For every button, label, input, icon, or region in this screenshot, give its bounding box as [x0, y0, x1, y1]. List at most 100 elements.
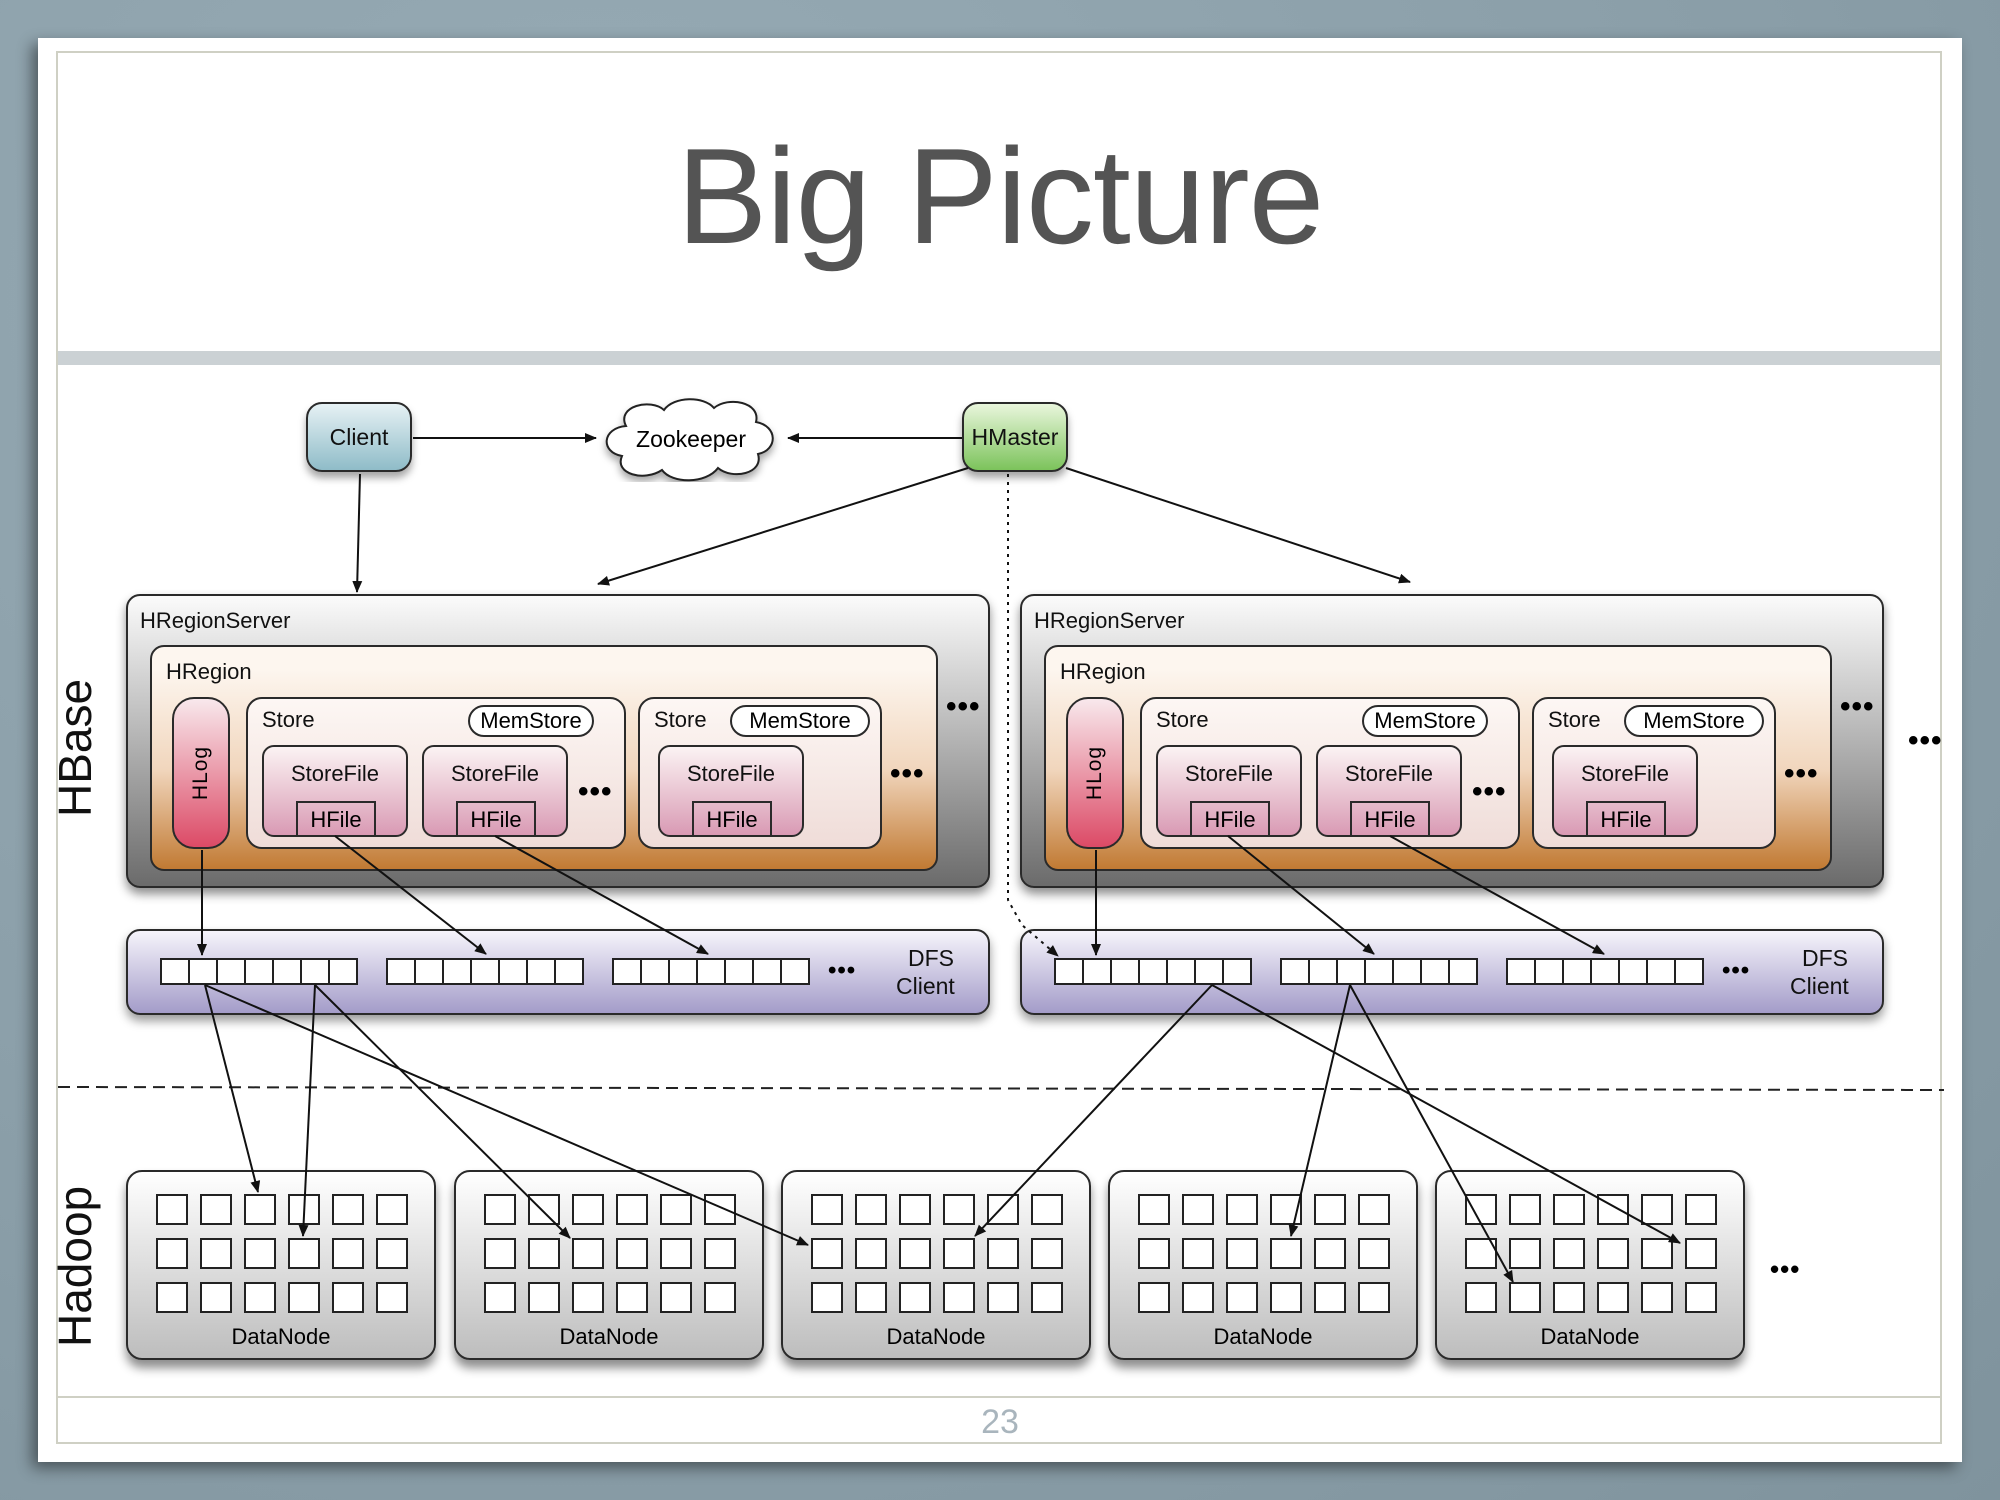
data-block: [1358, 1282, 1390, 1313]
data-block: [1358, 1194, 1390, 1225]
datanode: DataNode: [454, 1170, 764, 1360]
storefile: StoreFile HFile: [658, 745, 804, 837]
block-to-datanode-arrow: [1211, 984, 1681, 1244]
slide-frame: [56, 51, 1942, 1444]
page-number: 23: [981, 1403, 1019, 1441]
hmaster-to-regionserver1-arrow: [597, 467, 969, 586]
data-block: [987, 1194, 1019, 1225]
hregionserver-label: HRegionServer: [140, 608, 291, 633]
hlog: HLog: [172, 697, 230, 849]
data-block: [1138, 1238, 1170, 1269]
data-block: [616, 1238, 648, 1269]
memstore: MemStore: [468, 705, 594, 737]
more-storefiles-icon: •••: [578, 775, 613, 808]
datanode: DataNode: [126, 1170, 436, 1360]
data-block: [1465, 1238, 1497, 1269]
data-block: [376, 1238, 408, 1269]
data-block: [660, 1238, 692, 1269]
data-block: [704, 1194, 736, 1225]
data-block: [1641, 1238, 1673, 1269]
block-grid: [1138, 1194, 1390, 1313]
storefile-label: StoreFile: [1184, 761, 1274, 786]
block-to-datanode-arrow: [314, 984, 571, 1239]
footer-divider: [58, 1396, 1940, 1398]
data-block: [244, 1238, 276, 1269]
data-block: [1314, 1282, 1346, 1313]
store: Store MemStore StoreFile HFile StoreFile…: [1140, 697, 1520, 849]
datanode: DataNode: [1108, 1170, 1418, 1360]
more-datanodes-icon: •••: [1770, 1254, 1801, 1284]
data-block: [572, 1282, 604, 1313]
data-block: [332, 1194, 364, 1225]
block-group: [1506, 958, 1704, 985]
block-to-datanode-arrow: [1288, 984, 1351, 1237]
data-block: [943, 1282, 975, 1313]
data-block: [1685, 1238, 1717, 1269]
data-block: [1509, 1238, 1541, 1269]
dfs-client-2: ••• DFS Client: [1020, 929, 1884, 1015]
client-node: Client: [306, 402, 412, 472]
hregion: HRegion HLog Store MemStore StoreFile HF…: [1044, 645, 1832, 871]
hfile-to-dfs-arrow-1: [334, 835, 487, 955]
hregionserver-1: HRegionServer HRegion HLog Store MemStor…: [126, 594, 990, 888]
dfs-label: Client: [1790, 973, 1849, 999]
cloud-icon: [605, 398, 774, 482]
datanode: DataNode: [781, 1170, 1091, 1360]
storefile-label: StoreFile: [290, 761, 380, 786]
hregion: HRegion HLog Store MemStore StoreFile HF…: [150, 645, 938, 871]
datanode-label: DataNode: [231, 1324, 331, 1349]
data-block: [528, 1282, 560, 1313]
data-block: [1226, 1194, 1258, 1225]
datanode: DataNode: [1435, 1170, 1745, 1360]
data-block: [987, 1238, 1019, 1269]
dfs-client-1: ••• DFS Client: [126, 929, 990, 1015]
data-block: [572, 1194, 604, 1225]
data-block: [616, 1282, 648, 1313]
hregionserver-label: HRegionServer: [1034, 608, 1185, 633]
data-block: [1358, 1238, 1390, 1269]
hbase-hadoop-divider: [57, 1086, 1945, 1091]
data-block: [1509, 1282, 1541, 1313]
data-block: [1031, 1282, 1063, 1313]
storefile-label: StoreFile: [450, 761, 540, 786]
data-block: [943, 1238, 975, 1269]
data-block: [288, 1282, 320, 1313]
data-block: [660, 1282, 692, 1313]
block-group: [1054, 958, 1252, 985]
data-block: [899, 1238, 931, 1269]
block-to-datanode-arrow: [298, 984, 316, 1237]
data-block: [156, 1194, 188, 1225]
hregionserver-2: HRegionServer HRegion HLog Store MemStor…: [1020, 594, 1884, 888]
data-block: [899, 1282, 931, 1313]
data-block: [288, 1238, 320, 1269]
data-block: [528, 1238, 560, 1269]
hfile: HFile: [456, 801, 536, 837]
hfile: HFile: [1586, 801, 1666, 837]
data-block: [1226, 1282, 1258, 1313]
block-group: [386, 958, 584, 985]
datanode-label: DataNode: [559, 1324, 659, 1349]
block-to-datanode-arrow: [1349, 984, 1514, 1283]
data-block: [244, 1194, 276, 1225]
data-block: [1465, 1282, 1497, 1313]
data-block: [1641, 1282, 1673, 1313]
data-block: [1138, 1282, 1170, 1313]
data-block: [484, 1238, 516, 1269]
data-block: [200, 1238, 232, 1269]
data-block: [1270, 1194, 1302, 1225]
data-block: [1553, 1282, 1585, 1313]
more-servers-icon: •••: [1908, 724, 1943, 757]
data-block: [660, 1194, 692, 1225]
memstore: MemStore: [1362, 705, 1488, 737]
datanode-label: DataNode: [1540, 1324, 1640, 1349]
hfile-to-dfs-arrow-2: [494, 835, 709, 955]
slide-title: Big Picture: [676, 120, 1325, 272]
more-stores-icon: •••: [1784, 757, 1819, 790]
data-block: [1314, 1194, 1346, 1225]
data-block: [528, 1194, 560, 1225]
data-block: [1553, 1194, 1585, 1225]
data-block: [1031, 1238, 1063, 1269]
hregion-label: HRegion: [166, 659, 252, 684]
data-block: [704, 1282, 736, 1313]
datanode-label: DataNode: [1213, 1324, 1313, 1349]
